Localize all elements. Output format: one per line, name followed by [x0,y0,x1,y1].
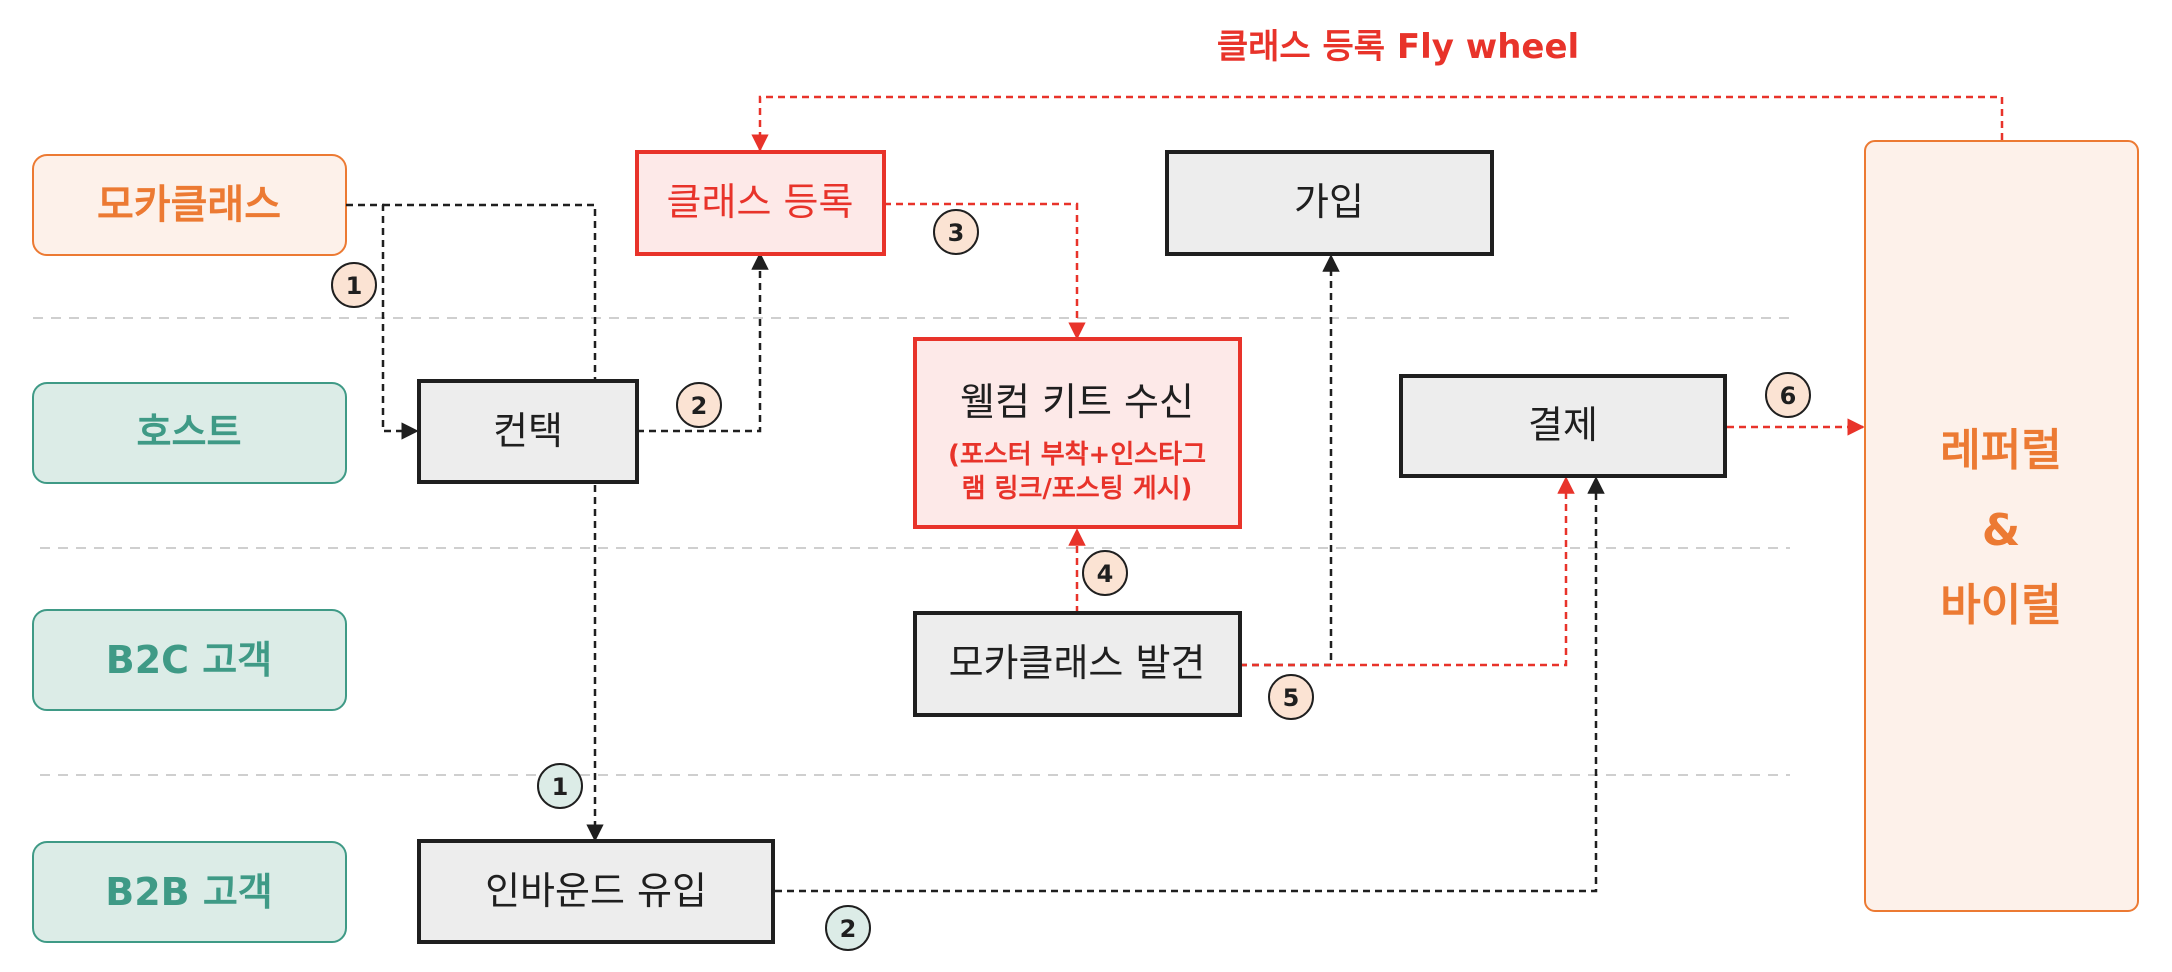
node-referral-label-3: 바이럴 [1940,580,2061,631]
step-marker: 2 [676,382,722,428]
svg-text:3: 3 [948,219,965,247]
node-class-register-label: 클래스 등록 [667,180,854,224]
node-join: 가입 [1165,150,1494,256]
node-join-label: 가입 [1294,180,1364,224]
node-welcome-kit: 웰컴 키트 수신 (포스터 부착+인스타그 램 링크/포스팅 게시) [913,337,1242,529]
node-discover-label: 모카클래스 발견 [949,641,1206,685]
red-connectors [751,95,2004,667]
connector-moca-to-inbound [383,203,604,842]
node-contact: 컨택 [417,379,639,484]
connector-discover-to-payment [1240,476,1575,667]
connector-register-to-welcome [884,202,1086,340]
step-marker: 2 [825,905,871,951]
node-discover: 모카클래스 발견 [913,611,1242,717]
connector-contact-to-register [637,252,769,433]
lane-host: 호스트 [32,382,347,484]
node-welcome-kit-label: 웰컴 키트 수신 [960,380,1194,424]
step-marker: 4 [1082,550,1128,596]
connector-referral-to-register [751,95,2004,152]
node-welcome-kit-detail-2: 램 링크/포스팅 게시) [962,474,1193,504]
lane-moca-label: 모카클래스 [97,182,281,228]
lane-moca: 모카클래스 [32,154,347,256]
diagram-title: 클래스 등록 Fly wheel [1217,27,1579,67]
svg-text:6: 6 [1780,382,1797,410]
node-referral-label-1: 레퍼럴 [1940,425,2061,476]
node-contact-label: 컨택 [493,409,563,453]
node-payment: 결제 [1399,374,1727,478]
svg-text:2: 2 [840,915,857,943]
lane-host-label: 호스트 [137,410,242,454]
node-inbound: 인바운드 유입 [417,839,775,944]
node-welcome-kit-detail-1: (포스터 부착+인스타그 [948,440,1206,470]
node-referral-label-2: & [1982,505,2020,556]
svg-text:1: 1 [552,773,569,801]
svg-text:1: 1 [346,272,363,300]
step-marker: 3 [933,209,979,255]
node-payment-label: 결제 [1528,403,1598,447]
svg-text:2: 2 [691,392,708,420]
connector-inbound-to-payment [775,476,1605,893]
node-class-register: 클래스 등록 [635,150,886,256]
step-marker: 6 [1765,372,1811,418]
svg-text:4: 4 [1097,560,1114,588]
connector-moca-to-contact [346,203,419,440]
lane-separators [33,317,1790,776]
svg-text:5: 5 [1283,684,1300,712]
step-marker: 1 [331,262,377,308]
step-marker: 5 [1268,674,1314,720]
lane-b2b-label: B2B 고객 [105,870,273,914]
step-marker: 1 [537,763,583,809]
lane-b2c-label: B2C 고객 [106,638,272,682]
node-inbound-label: 인바운드 유입 [485,869,707,913]
lane-b2b: B2B 고객 [32,841,347,943]
lane-b2c: B2C 고객 [32,609,347,711]
node-referral: 레퍼럴 & 바이럴 [1864,140,2139,912]
